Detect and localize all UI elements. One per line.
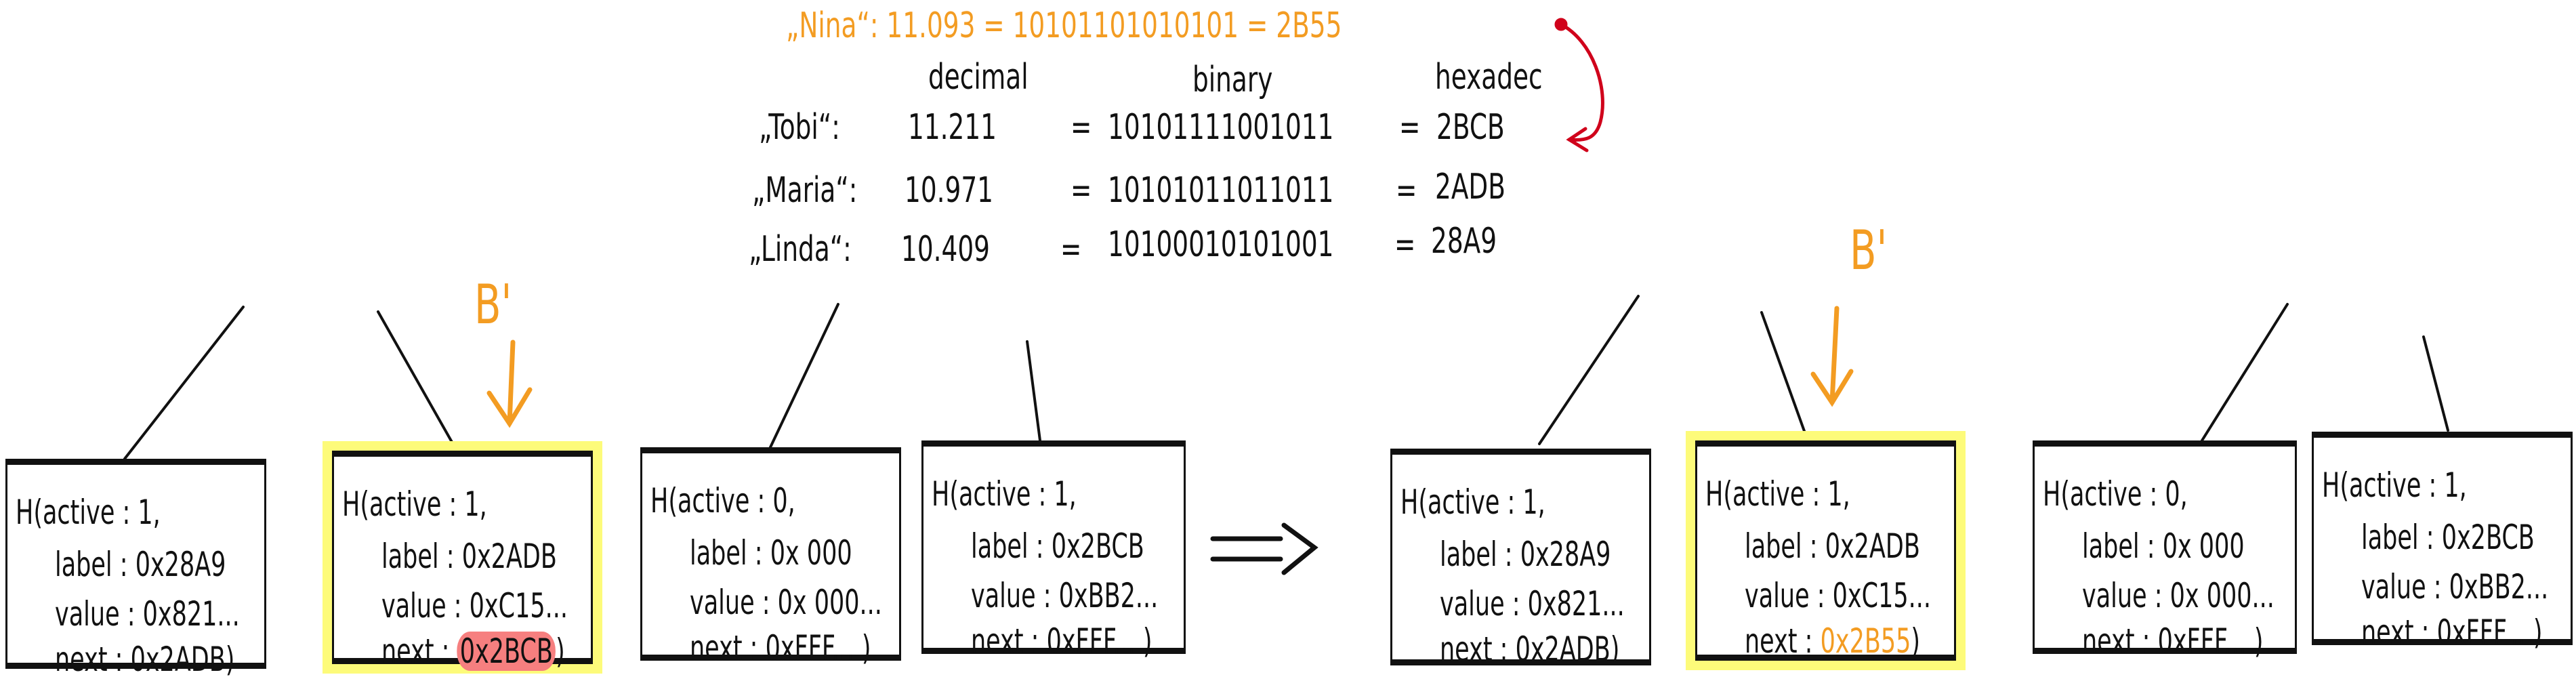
next-key: next : bbox=[381, 632, 457, 671]
hash-entry-box: H(active : 1, label : 0x2BCB value : 0xB… bbox=[921, 440, 1186, 658]
header-hex: hexadec bbox=[1435, 57, 1543, 98]
equals-sign: = bbox=[1394, 224, 1416, 265]
tree-edge bbox=[2422, 335, 2449, 432]
row-name: „Maria“: bbox=[752, 170, 858, 211]
tree-edge bbox=[377, 310, 460, 455]
entry-next: next : 0xFFF... ) bbox=[2082, 621, 2264, 661]
pointer-arrow-right bbox=[1810, 306, 1854, 407]
entry-active: H(active : 1, bbox=[16, 493, 161, 532]
next-pointer-old: 0x2BCB bbox=[457, 632, 556, 671]
equals-sign: = bbox=[1071, 170, 1092, 211]
transition-arrow bbox=[1210, 522, 1318, 575]
entry-value: value : 0x821... bbox=[1440, 584, 1625, 623]
new-entry-row: „Nina“: 11.093 = 10101101010101 = 2B55 bbox=[786, 8, 1342, 43]
tree-edge bbox=[2201, 303, 2289, 442]
pointer-label: B' bbox=[1850, 219, 1888, 282]
entry-value: value : 0x 000... bbox=[690, 583, 882, 622]
entry-active: H(active : 1, bbox=[1400, 482, 1545, 522]
tree-edge bbox=[769, 303, 839, 449]
entry-value: value : 0xBB2... bbox=[971, 576, 1159, 615]
entry-label: label : 0x 000 bbox=[690, 533, 852, 573]
row-binary: 10101111001011 bbox=[1108, 107, 1334, 148]
entry-next: next : 0xFFF... ) bbox=[2361, 613, 2543, 652]
closing-paren: ) bbox=[1911, 621, 1921, 661]
row-decimal: 10.409 bbox=[901, 229, 991, 270]
row-name: „Linda“: bbox=[749, 229, 852, 270]
entry-label: label : 0x2BCB bbox=[2361, 518, 2535, 557]
entry-next: next : 0x2ADB) bbox=[1440, 630, 1620, 669]
hash-entry-box: H(active : 0, label : 0x 000 value : 0x … bbox=[2033, 440, 2297, 658]
header-decimal: decimal bbox=[928, 57, 1029, 98]
equals-sign: = bbox=[1071, 107, 1092, 148]
equals-sign: = bbox=[1396, 170, 1417, 211]
header-binary: binary bbox=[1192, 60, 1273, 100]
row-hex: 2ADB bbox=[1435, 167, 1505, 207]
red-curved-arrow bbox=[1554, 18, 1604, 152]
entry-name: „Nina“: bbox=[786, 5, 879, 46]
entry-value: value : 0xBB2... bbox=[2361, 567, 2549, 606]
hash-entry-box: H(active : 1, label : 0x28A9 value : 0x8… bbox=[1390, 449, 1651, 669]
equals-sign: = bbox=[1060, 229, 1082, 270]
entry-active: H(active : 0, bbox=[650, 481, 795, 520]
pointer-label: B' bbox=[474, 273, 512, 336]
hash-entry-box: H(active : 0, label : 0x 000 value : 0x … bbox=[640, 447, 901, 665]
equals-sign: = bbox=[1399, 107, 1421, 148]
entry-next: next : 0x2B55) bbox=[1745, 624, 1920, 658]
equals-sign: = bbox=[1246, 5, 1268, 46]
closing-paren: ) bbox=[556, 632, 565, 671]
entry-label: label : 0x2ADB bbox=[1745, 527, 1920, 566]
hash-entry-box-highlighted: H(active : 1, label : 0x2ADB value : 0xC… bbox=[1695, 440, 1956, 661]
entry-label: label : 0x2BCB bbox=[971, 527, 1144, 566]
row-binary: 10100010101001 bbox=[1108, 224, 1334, 265]
entry-value: value : 0x 000... bbox=[2082, 576, 2274, 615]
next-key: next : bbox=[1745, 621, 1821, 661]
tree-edge bbox=[1760, 311, 1809, 442]
entry-next: next : 0x2BCB) bbox=[381, 632, 565, 671]
tree-edge bbox=[123, 306, 245, 460]
entry-active: H(active : 0, bbox=[2043, 474, 2188, 514]
equals-sign: = bbox=[983, 5, 1005, 46]
row-name: „Tobi“: bbox=[759, 107, 840, 148]
entry-active: H(active : 1, bbox=[2322, 466, 2467, 505]
row-binary: 10101011011011 bbox=[1108, 170, 1334, 211]
entry-next: next : 0x2ADB) bbox=[55, 640, 235, 679]
entry-hex: 2B55 bbox=[1276, 5, 1342, 46]
tree-edge bbox=[1026, 340, 1041, 442]
entry-active: H(active : 1, bbox=[1705, 474, 1850, 514]
entry-value: value : 0xC15... bbox=[1745, 576, 1931, 615]
entry-active: H(active : 1, bbox=[932, 474, 1077, 514]
hash-entry-box-highlighted: H(active : 1, label : 0x2ADB value : 0xC… bbox=[332, 451, 593, 671]
entry-label: label : 0x28A9 bbox=[55, 545, 226, 584]
row-decimal: 10.971 bbox=[905, 170, 994, 211]
entry-label: label : 0x 000 bbox=[2082, 527, 2245, 566]
tree-edge bbox=[1538, 295, 1640, 445]
row-decimal: 11.211 bbox=[908, 107, 997, 148]
row-hex: 28A9 bbox=[1431, 221, 1497, 262]
entry-next: next : 0xFFF... ) bbox=[690, 628, 871, 667]
row-hex: 2BCB bbox=[1436, 107, 1505, 148]
entry-decimal: 11.093 bbox=[886, 5, 976, 46]
hash-entry-box: H(active : 1, label : 0x2BCB value : 0xB… bbox=[2312, 432, 2573, 649]
entry-label: label : 0x2ADB bbox=[381, 537, 557, 576]
entry-value: value : 0x821... bbox=[55, 594, 240, 634]
entry-value: value : 0xC15... bbox=[381, 586, 568, 625]
next-pointer-new: 0x2B55 bbox=[1820, 621, 1911, 661]
entry-label: label : 0x28A9 bbox=[1440, 535, 1611, 574]
entry-active: H(active : 1, bbox=[342, 485, 487, 524]
hash-entry-box: H(active : 1, label : 0x28A9 value : 0x8… bbox=[5, 459, 266, 676]
entry-binary: 10101101010101 bbox=[1012, 5, 1239, 46]
entry-next: next : 0xFFF... ) bbox=[971, 621, 1152, 661]
pointer-arrow-left bbox=[486, 340, 533, 428]
